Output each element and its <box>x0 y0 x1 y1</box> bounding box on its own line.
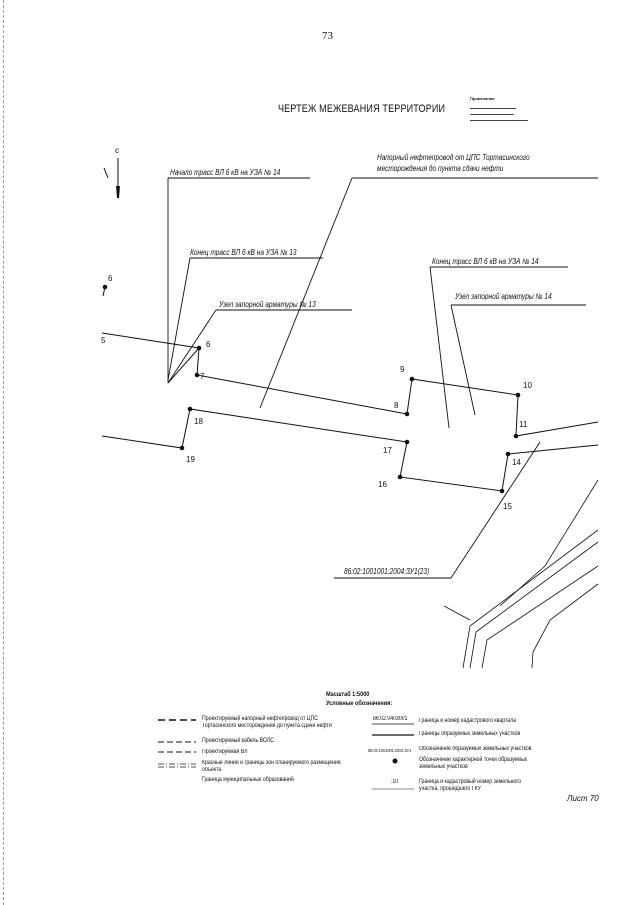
point-label-18: 18 <box>194 417 203 426</box>
page-number: 73 <box>322 30 333 42</box>
legend-scale: Масштаб 1:5000 <box>326 691 370 698</box>
point-label-9: 9 <box>400 365 405 374</box>
point-label-8: 8 <box>394 401 399 410</box>
legend-plot-code: 86:02:1001001:2004:ЗУ1 <box>368 748 412 753</box>
label-edge-6: 6 <box>108 274 113 283</box>
legend-left-item-5: Красные линии и границы зон планируемого… <box>202 760 341 766</box>
legend-plots-text: Границы образуемых земельных участков <box>419 731 521 737</box>
legend-gku-text-2: участка, прошедшего ГКУ <box>419 786 481 792</box>
compass-icon <box>116 158 120 198</box>
leader-lines <box>167 177 598 579</box>
point-label-11: 11 <box>519 420 528 429</box>
note-2 <box>470 110 514 115</box>
label-cadastral-plot: 86:02:1001001:2004:ЗУ1(23) <box>344 567 430 576</box>
label-pipeline: Напорный нефтепровод от ЦПС Тортасинског… <box>377 152 530 174</box>
note-3 <box>470 116 528 121</box>
legend-left-item-1: Проектируемый напорный нефтепровод от ЦП… <box>202 716 319 722</box>
label-valve13: Узел запорной арматуры № 13 <box>219 300 316 309</box>
label-end-vl14: Конец трасс ВЛ 6 кВ на УЗА № 14 <box>432 257 539 266</box>
legend-left-item-7: Граница муниципальных образований <box>202 777 294 783</box>
point-label-14: 14 <box>512 458 521 467</box>
legend-plot-text: Обозначение образуемых земельных участко… <box>419 746 532 752</box>
legend-gku-code: :10 <box>391 779 399 785</box>
label-pipeline-line1: Напорный нефтепровод от ЦПС Тортасинског… <box>377 153 530 162</box>
drawing-title: ЧЕРТЕЖ МЕЖЕВАНИЯ ТЕРРИТОРИИ <box>278 103 446 115</box>
legend-quarter-text: Граница и номер кадастрового квартала <box>419 718 517 724</box>
label-edge-5: 5 <box>101 336 106 345</box>
legend-heading: Условные обозначения: <box>326 700 393 707</box>
point-label-19: 19 <box>186 455 195 464</box>
point-label-10: 10 <box>523 381 532 390</box>
sheet-number: Лист 70 <box>567 794 599 803</box>
point-label-16: 16 <box>378 480 387 489</box>
legend-left-item-4: Проектируемая ВЛ <box>202 749 248 755</box>
compass-north-label: с <box>115 146 119 155</box>
label-start-vl14: Начало трасс ВЛ 6 кВ на УЗА № 14 <box>170 168 281 177</box>
zone-boundaries <box>443 479 599 669</box>
label-end-vl13: Конец трасс ВЛ 6 кВ на УЗА № 13 <box>190 248 297 257</box>
point-label-6: 6 <box>206 340 211 349</box>
label-valve14: Узел запорной арматуры № 14 <box>455 292 552 301</box>
point-6-left-tick <box>102 286 106 297</box>
legend-point-text-2: земельных участков <box>419 764 468 770</box>
point-label-7: 7 <box>200 372 205 381</box>
point-label-15: 15 <box>503 502 512 511</box>
legend-point-text-1: Обозначение характерной точки образуемых <box>419 757 528 763</box>
page-border <box>3 0 4 905</box>
label-pipeline-line2: месторождения до пункта сдачи нефти <box>377 164 504 173</box>
characteristic-points <box>102 284 521 494</box>
legend-gku-text-1: Граница и кадастровый номер земельного <box>419 779 522 785</box>
point-label-17: 17 <box>383 446 392 455</box>
legend-left-item-6: объекта <box>202 767 222 773</box>
notes-block: Примечания <box>470 96 528 121</box>
notes-heading: Примечания <box>470 96 495 101</box>
legend-left-item-2: Тортасинского месторождения до пункта сд… <box>202 723 332 729</box>
note-1 <box>470 102 516 109</box>
legend-quarter-code: 86:02:0403001 <box>373 716 408 722</box>
compass-tick <box>103 167 109 179</box>
legend-left-item-3: Проектируемый кабель ВОЛС <box>202 738 274 744</box>
